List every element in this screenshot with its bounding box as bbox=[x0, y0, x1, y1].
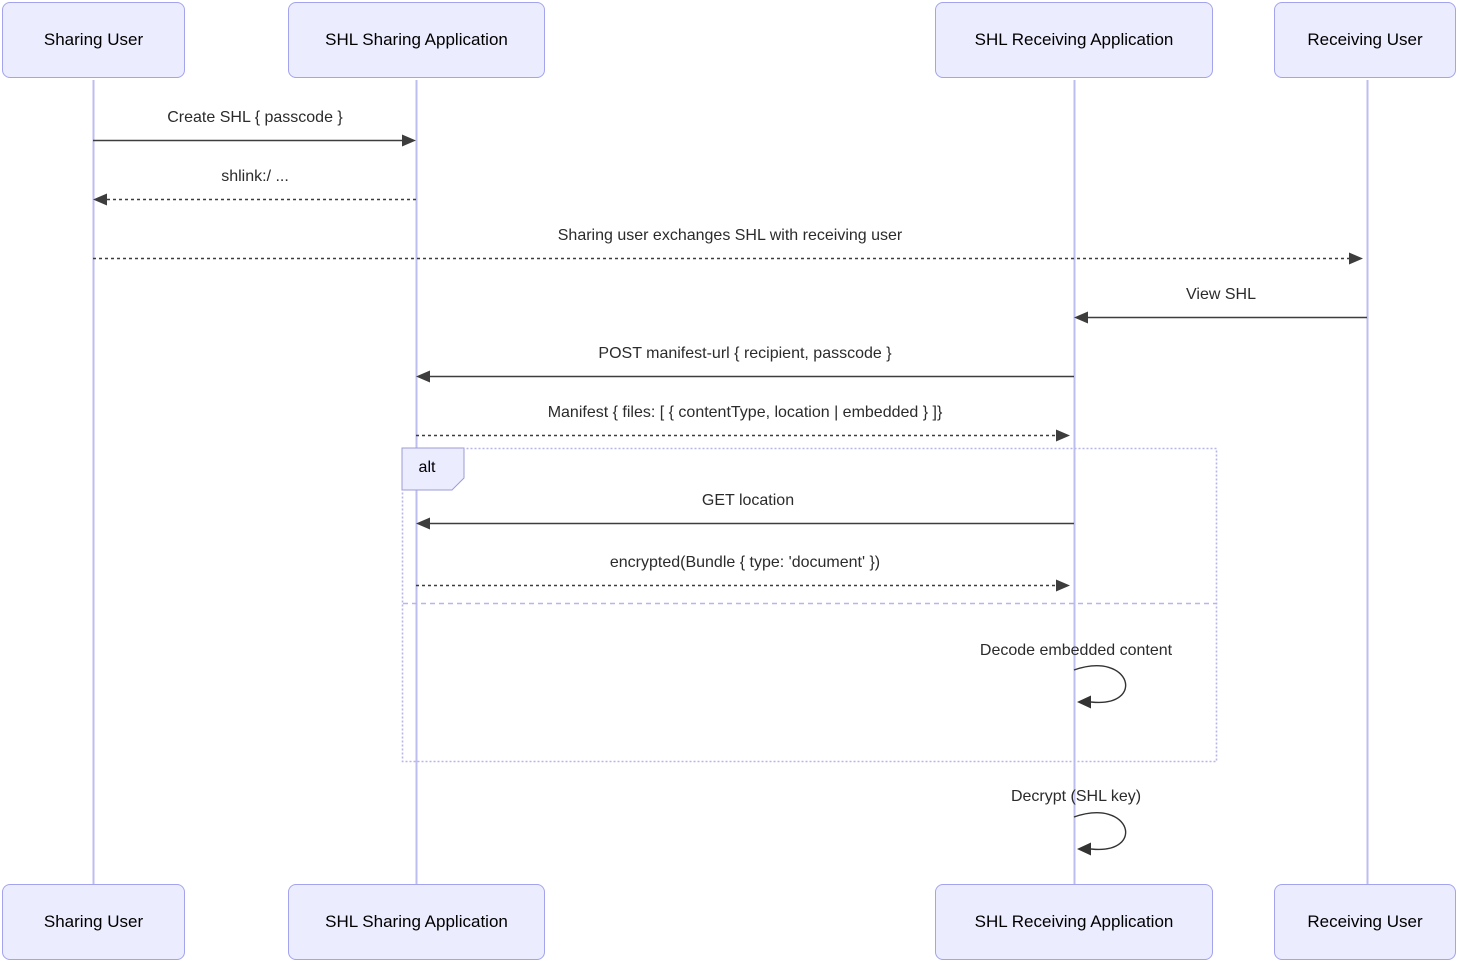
arrowhead-right-icon bbox=[1056, 429, 1070, 442]
message-label-post-manifest: POST manifest-url { recipient, passcode … bbox=[598, 345, 892, 362]
arrowhead-right-icon bbox=[402, 134, 416, 147]
self-loop-decrypt bbox=[1073, 812, 1127, 851]
actor-label: Sharing User bbox=[43, 912, 144, 931]
arrowhead-right-icon bbox=[1349, 252, 1363, 265]
alt-label-box bbox=[401, 447, 465, 491]
arrowhead-left-icon bbox=[93, 193, 107, 206]
message-label-shlink: shlink:/ ... bbox=[221, 168, 289, 185]
actor-bottom-shl-sharing-application: SHL Sharing Application bbox=[288, 884, 545, 960]
actor-top-receiving-user: Receiving User bbox=[1274, 2, 1456, 78]
actor-label: Sharing User bbox=[43, 30, 144, 49]
actor-bottom-receiving-user: Receiving User bbox=[1274, 884, 1456, 960]
arrowhead-left-icon bbox=[1077, 695, 1091, 709]
alt-label: alt bbox=[418, 459, 436, 476]
actor-label: SHL Receiving Application bbox=[974, 30, 1174, 49]
message-label-decrypt: Decrypt (SHL key) bbox=[1010, 788, 1142, 805]
message-label-exchange: Sharing user exchanges SHL with receivin… bbox=[557, 227, 903, 244]
arrowhead-left-icon bbox=[1077, 842, 1091, 856]
self-loop-decode bbox=[1073, 665, 1127, 704]
actor-label: SHL Sharing Application bbox=[325, 912, 508, 931]
actor-top-shl-sharing-application: SHL Sharing Application bbox=[288, 2, 545, 78]
actor-bottom-sharing-user: Sharing User bbox=[2, 884, 185, 960]
actor-top-shl-receiving-application: SHL Receiving Application bbox=[935, 2, 1213, 78]
actor-top-sharing-user: Sharing User bbox=[2, 2, 185, 78]
message-label-encrypted-bundle: encrypted(Bundle { type: 'document' }) bbox=[609, 554, 881, 571]
arrowhead-right-icon bbox=[1056, 579, 1070, 592]
actor-bottom-shl-receiving-application: SHL Receiving Application bbox=[935, 884, 1213, 960]
arrowhead-left-icon bbox=[416, 517, 430, 530]
actor-label: Receiving User bbox=[1307, 30, 1423, 49]
message-label-get-location: GET location bbox=[701, 492, 795, 509]
alt-frame bbox=[401, 447, 1218, 763]
arrowhead-left-icon bbox=[1074, 311, 1088, 324]
actor-label: SHL Receiving Application bbox=[974, 912, 1174, 931]
actor-label: Receiving User bbox=[1307, 912, 1423, 931]
message-label-create-shl: Create SHL { passcode } bbox=[167, 109, 343, 126]
arrowhead-left-icon bbox=[416, 370, 430, 383]
message-label-manifest: Manifest { files: [ { contentType, locat… bbox=[547, 404, 943, 421]
message-label-decode: Decode embedded content bbox=[979, 642, 1173, 659]
actor-label: SHL Sharing Application bbox=[325, 30, 508, 49]
message-label-view-shl: View SHL bbox=[1186, 286, 1256, 303]
